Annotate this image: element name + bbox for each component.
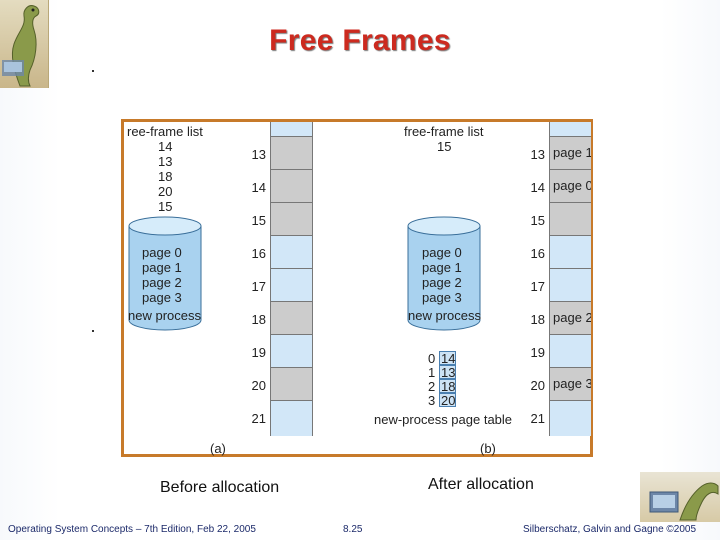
footer-page-number: 8.25 bbox=[343, 524, 363, 535]
free-frames-figure: ree-frame list 14 13 18 20 15 page 0 pag… bbox=[121, 119, 593, 457]
memory-frame: page 0 bbox=[550, 169, 591, 202]
new-process-label: new process bbox=[408, 308, 481, 323]
memory-frame bbox=[271, 136, 312, 169]
frame-number: 20 bbox=[530, 378, 545, 393]
process-page-label: page 2 bbox=[422, 275, 462, 290]
dinosaur-logo-bottom bbox=[640, 472, 720, 522]
memory-frame bbox=[271, 235, 312, 268]
memory-frame bbox=[271, 122, 312, 136]
memory-frame bbox=[550, 122, 591, 136]
process-page-label: page 1 bbox=[422, 260, 462, 275]
memory-frame bbox=[271, 334, 312, 367]
memory-frame bbox=[271, 400, 312, 436]
page-table-index: 3 bbox=[428, 393, 436, 408]
frame-number: 15 bbox=[251, 213, 266, 228]
memory-frame: page 3 bbox=[550, 367, 591, 400]
caption-before-allocation: Before allocation bbox=[160, 479, 280, 496]
memory-frame bbox=[550, 268, 591, 301]
memory-frame bbox=[271, 268, 312, 301]
frame-number: 17 bbox=[530, 279, 545, 294]
subfigure-label-a: (a) bbox=[210, 441, 226, 456]
frame-number: 20 bbox=[251, 378, 266, 393]
frame-number: 19 bbox=[530, 345, 545, 360]
process-page-label: page 0 bbox=[142, 245, 182, 260]
new-process-label: new process bbox=[128, 308, 201, 323]
footer-book-title: Operating System Concepts – 7th Edition,… bbox=[8, 524, 256, 535]
free-frame-list-item: 15 bbox=[437, 139, 452, 154]
page-table-label: new-process page table bbox=[374, 412, 513, 427]
page-table-entry: 20 bbox=[439, 393, 456, 408]
free-frame-list-title-a: ree-frame list bbox=[127, 124, 203, 139]
footer-copyright: Silberschatz, Galvin and Gagne ©2005 bbox=[523, 524, 697, 535]
frame-number: 18 bbox=[530, 312, 545, 327]
frame-number: 16 bbox=[530, 246, 545, 261]
new-process-disk-b bbox=[407, 216, 481, 331]
memory-frame bbox=[271, 301, 312, 334]
process-page-label: page 0 bbox=[422, 245, 462, 260]
memory-frame bbox=[271, 169, 312, 202]
frame-number: 13 bbox=[251, 147, 266, 162]
frame-number: 19 bbox=[251, 345, 266, 360]
free-frame-list-item: 18 bbox=[158, 169, 173, 184]
memory-frame bbox=[271, 367, 312, 400]
subfigure-label-b: (b) bbox=[480, 441, 496, 456]
bullet-dot bbox=[92, 330, 94, 332]
memory-frame bbox=[550, 235, 591, 268]
page-table-entry: 13 bbox=[439, 365, 456, 380]
frame-number: 14 bbox=[530, 180, 545, 195]
new-process-disk-a bbox=[128, 216, 202, 331]
memory-frame bbox=[271, 202, 312, 235]
frame-number: 15 bbox=[530, 213, 545, 228]
page-table-entry: 14 bbox=[439, 351, 456, 366]
frame-number: 18 bbox=[251, 312, 266, 327]
frame-number: 17 bbox=[251, 279, 266, 294]
page-table-index: 1 bbox=[428, 365, 436, 380]
process-page-label: page 3 bbox=[422, 290, 462, 305]
free-frame-list-item: 14 bbox=[158, 139, 173, 154]
frame-number: 14 bbox=[251, 180, 266, 195]
memory-frame bbox=[550, 400, 591, 436]
slide-title: Free Frames bbox=[269, 24, 451, 57]
caption-after-allocation: After allocation bbox=[428, 476, 534, 493]
dinosaur-logo-top bbox=[0, 0, 49, 88]
process-page-label: page 3 bbox=[142, 290, 182, 305]
frame-number: 13 bbox=[530, 147, 545, 162]
frame-number: 16 bbox=[251, 246, 266, 261]
frame-number: 21 bbox=[530, 411, 545, 426]
memory-frame: page 1 bbox=[550, 136, 591, 169]
process-page-label: page 1 bbox=[142, 260, 182, 275]
free-frame-list-item: 15 bbox=[158, 199, 173, 214]
memory-frame bbox=[550, 334, 591, 367]
physical-memory-b: page 1 page 0 page 2 page 3 bbox=[549, 122, 591, 436]
page-table-index: 2 bbox=[428, 379, 436, 394]
page-table-index: 0 bbox=[428, 351, 436, 366]
memory-frame: page 2 bbox=[550, 301, 591, 334]
bullet-dot bbox=[92, 70, 94, 72]
page-table-entry: 18 bbox=[439, 379, 456, 394]
process-page-label: page 2 bbox=[142, 275, 182, 290]
memory-frame bbox=[550, 202, 591, 235]
frame-number: 21 bbox=[251, 411, 266, 426]
free-frame-list-item: 13 bbox=[158, 154, 173, 169]
free-frame-list-title-b: free-frame list bbox=[404, 124, 484, 139]
free-frame-list-item: 20 bbox=[158, 184, 173, 199]
physical-memory-a bbox=[270, 122, 313, 436]
